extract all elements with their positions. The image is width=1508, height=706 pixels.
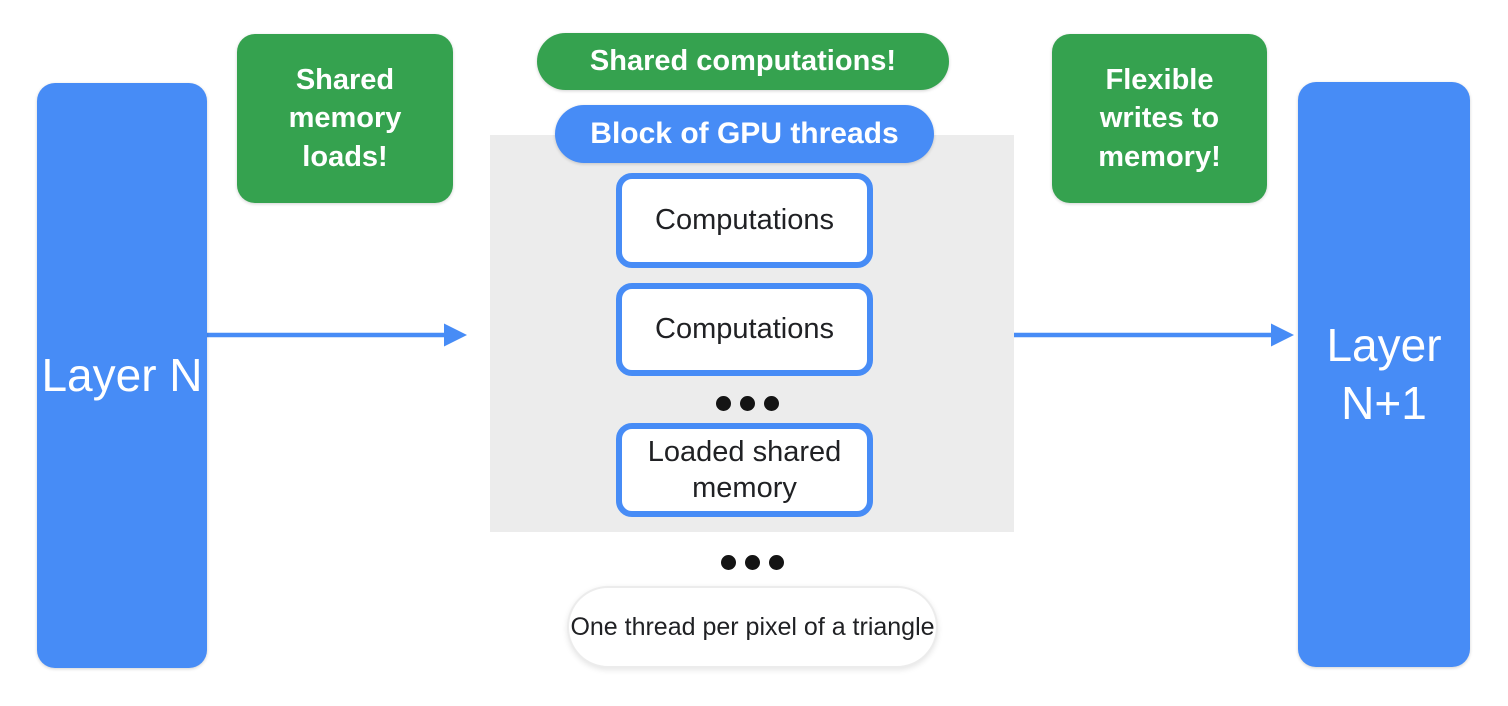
callout-shared-computations: Shared computations! [537, 33, 949, 90]
computations-box-1-label: Computations [655, 204, 834, 237]
block-of-gpu-threads-pill: Block of GPU threads [555, 105, 934, 163]
computations-box-1: Computations [616, 173, 873, 268]
layer-n-label: Layer N [41, 348, 203, 401]
computations-box-2: Computations [616, 283, 873, 376]
dot-icon [721, 555, 736, 570]
callout-flexible-writes: Flexible writes to memory! [1052, 34, 1267, 203]
ellipsis-dots-inner-icon [716, 396, 779, 411]
dot-icon [764, 396, 779, 411]
arrow-right-head-icon [1271, 323, 1294, 347]
thread-note-pill: One thread per pixel of a triangle [567, 586, 938, 668]
computations-box-2-label: Computations [655, 313, 834, 346]
ellipsis-dots-outer-icon [721, 555, 784, 570]
dot-icon [716, 396, 731, 411]
dot-icon [769, 555, 784, 570]
callout-flexible-writes-label: Flexible writes to memory! [1098, 63, 1221, 173]
callout-shared-computations-label: Shared computations! [589, 45, 897, 77]
loaded-shared-memory-label: Loaded shared memory [647, 435, 842, 504]
dot-icon [740, 396, 755, 411]
layer-n-box: Layer N [37, 83, 207, 668]
layer-n-plus-1-box: Layer N+1 [1298, 82, 1470, 667]
loaded-shared-memory-box: Loaded shared memory [616, 423, 873, 517]
layer-n-plus-1-label: Layer N+1 [1326, 318, 1442, 429]
block-of-gpu-threads-label: Block of GPU threads [590, 117, 899, 150]
callout-shared-memory-loads-label: Shared memory loads! [288, 63, 402, 173]
dot-icon [745, 555, 760, 570]
callout-shared-memory-loads: Shared memory loads! [237, 34, 453, 203]
arrow-left-head-icon [444, 323, 467, 347]
thread-note-label: One thread per pixel of a triangle [570, 612, 935, 641]
